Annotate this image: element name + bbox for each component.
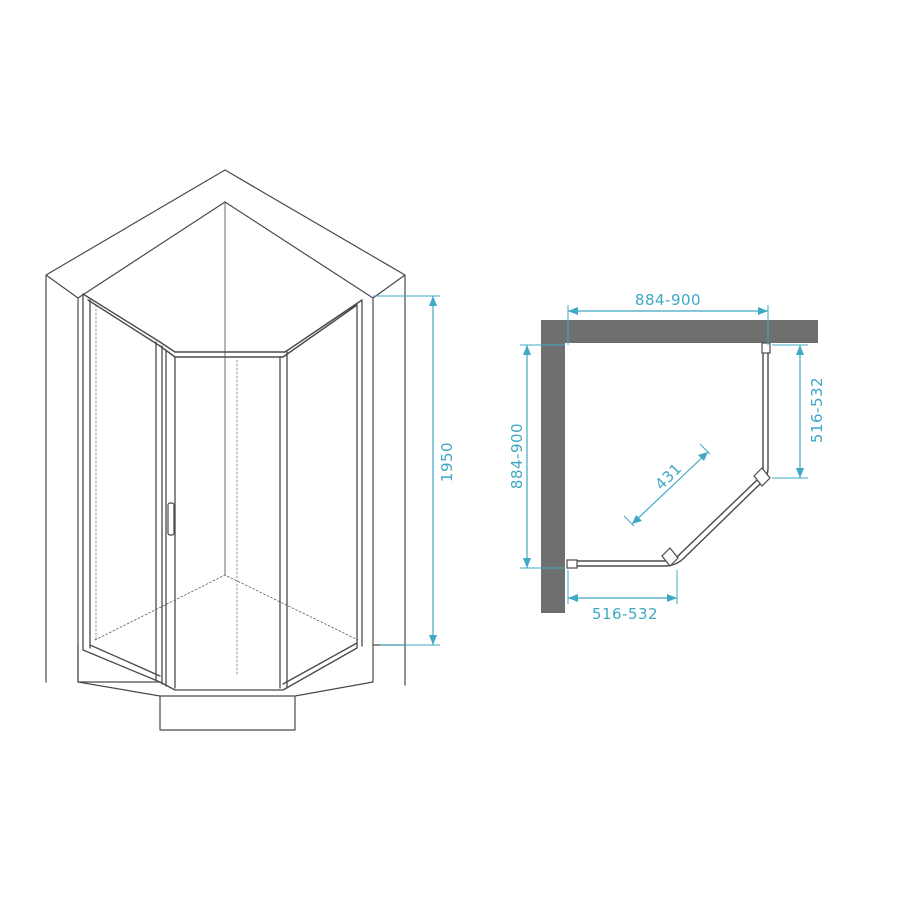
depth-label: 884-900 — [508, 423, 526, 489]
right-return-label: 516-532 — [808, 377, 826, 443]
door-panel — [165, 349, 288, 689]
diagonal-dimension: 431 — [623, 443, 711, 527]
width-label: 884-900 — [635, 291, 701, 309]
height-label: 1950 — [438, 442, 456, 482]
elevation-view — [45, 169, 406, 731]
door-handle — [167, 502, 175, 536]
wall-outline — [45, 169, 406, 686]
plan-enclosure-outer — [567, 345, 769, 567]
height-dimension: 1950 — [373, 295, 456, 646]
plan-view: 884-900 884-900 516-532 516-5 — [508, 291, 826, 623]
diagonal-label: 431 — [651, 459, 685, 493]
width-dimension: 884-900 — [567, 291, 769, 345]
floor-outline — [94, 574, 359, 641]
bottom-sill — [82, 642, 358, 691]
glass-reflections — [95, 304, 238, 677]
right-return-dimension: 516-532 — [772, 344, 826, 479]
plan-hinge-bottom — [661, 547, 679, 567]
plan-left-profile — [566, 559, 578, 569]
enclosure-top — [82, 293, 363, 358]
plan-top-profile — [761, 342, 771, 354]
bottom-return-label: 516-532 — [592, 605, 658, 623]
depth-dimension: 884-900 — [508, 344, 565, 569]
bottom-return-dimension: 516-532 — [567, 570, 678, 623]
right-panel — [356, 299, 363, 649]
plan-hinge-top — [753, 467, 771, 487]
left-panel — [82, 293, 163, 685]
shower-tray — [77, 644, 406, 731]
plan-enclosure-inner — [567, 345, 764, 562]
